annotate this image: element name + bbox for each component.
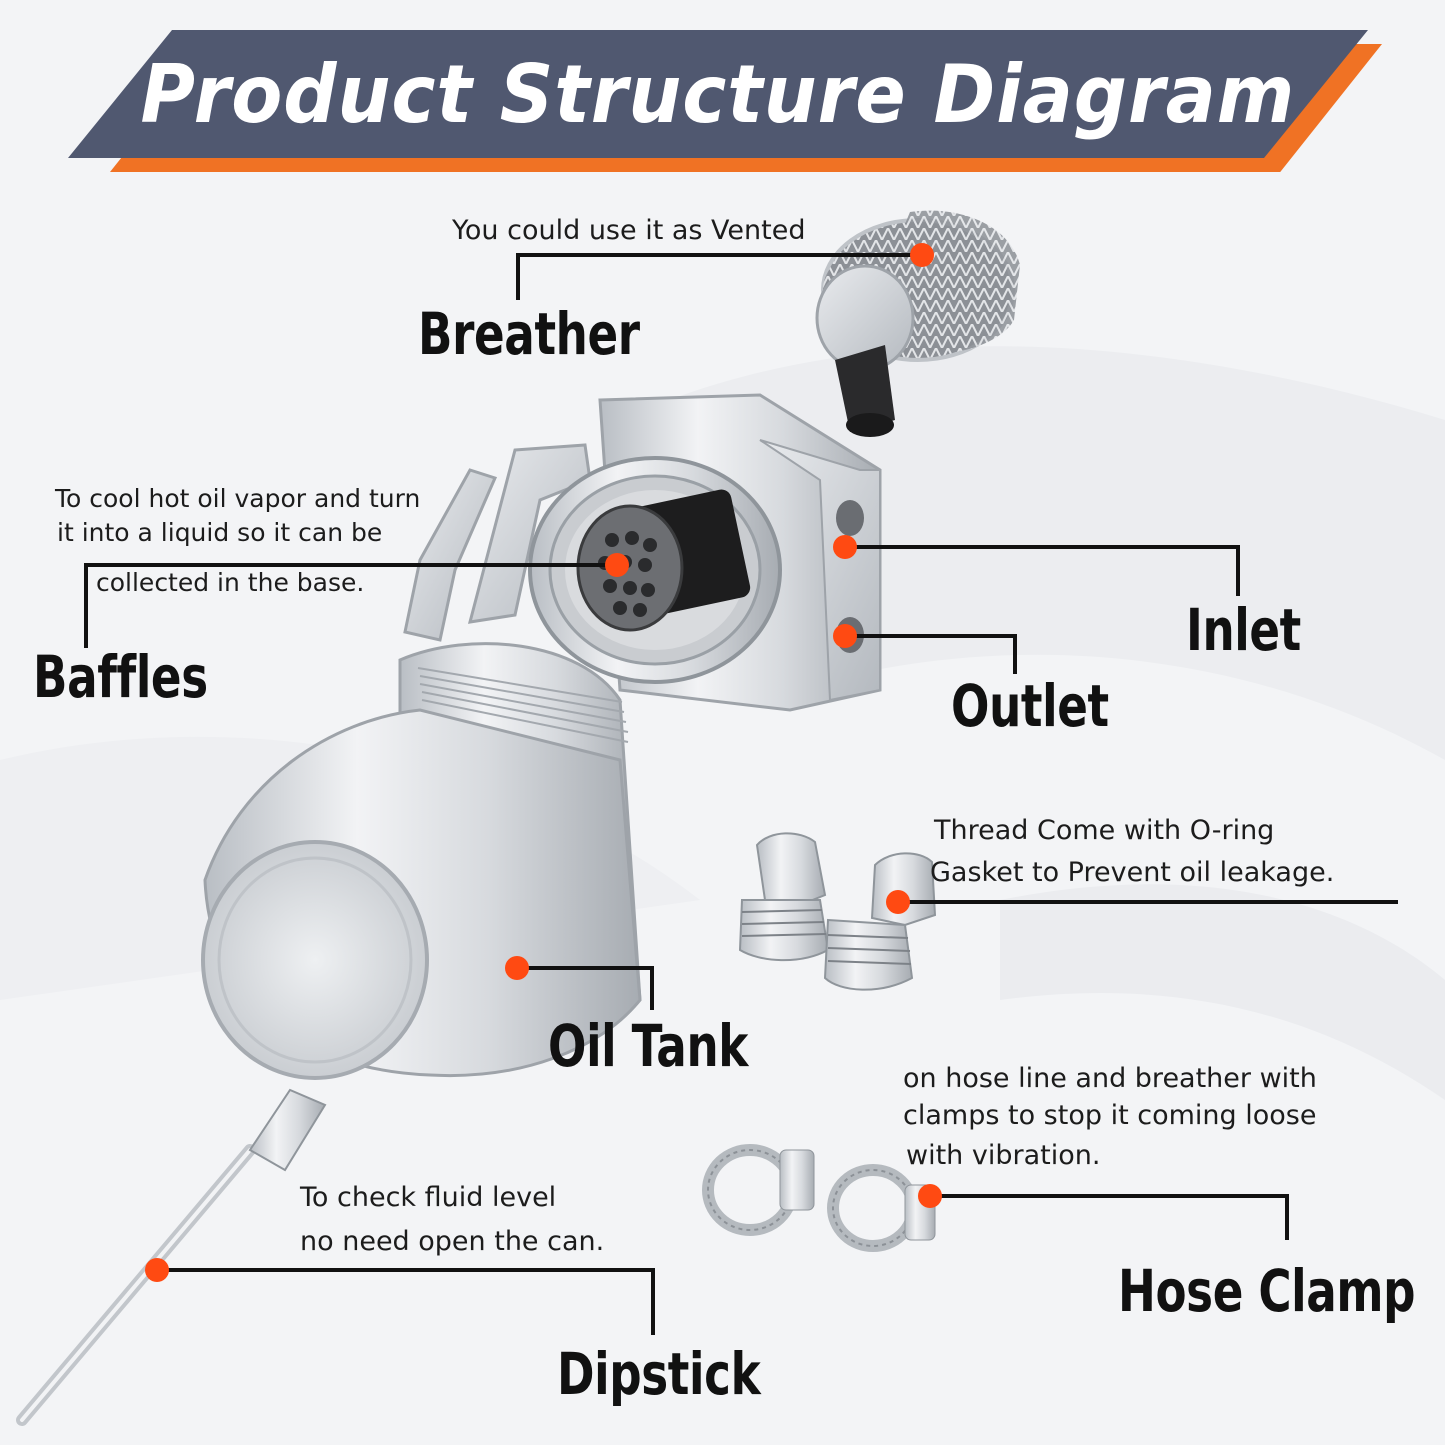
fittings-description-line-2: Gasket to Prevent oil leakage. <box>930 857 1335 888</box>
hose-clamp-label: Hose Clamp <box>1118 1257 1416 1325</box>
dipstick-description-line-1: To check fluid level <box>300 1182 557 1213</box>
leader-hose-clamp <box>930 1194 1289 1240</box>
leader-oil-tank <box>517 966 654 1010</box>
oil-tank-label: Oil Tank <box>548 1012 748 1080</box>
fittings-art <box>738 832 937 991</box>
baffles-label: Baffles <box>33 643 208 711</box>
dipstick-art <box>16 1088 327 1426</box>
hose-clamps-art <box>702 1144 936 1252</box>
title-banner: Product Structure Diagram <box>68 30 1368 158</box>
dipstick-label: Dipstick <box>557 1340 761 1408</box>
leader-outlet <box>845 634 1017 674</box>
dot-breather <box>910 243 934 267</box>
dot-dipstick <box>145 1258 169 1282</box>
breather-label: Breather <box>418 300 640 368</box>
leader-dipstick <box>157 1268 655 1335</box>
dot-inlet <box>833 535 857 559</box>
leader-inlet <box>845 545 1240 596</box>
dot-outlet <box>833 624 857 648</box>
dot-oil-tank <box>505 956 529 980</box>
inlet-label: Inlet <box>1186 596 1301 664</box>
head-assembly-art <box>403 393 882 712</box>
hose-clamp-description-line-3: with vibration. <box>906 1140 1101 1171</box>
baffles-description-line-3: collected in the base. <box>96 568 365 597</box>
hose-clamp-description-line-1: on hose line and breather with <box>903 1063 1317 1094</box>
hose-clamp-description-line-2: clamps to stop it coming loose <box>903 1100 1317 1131</box>
outlet-label: Outlet <box>951 672 1109 740</box>
dot-fittings <box>886 890 910 914</box>
baffles-description-line-2: it into a liquid so it can be <box>57 518 383 547</box>
oil-tank-art <box>201 642 642 1080</box>
dot-hose-clamp <box>918 1184 942 1208</box>
baffles-description-line-1: To cool hot oil vapor and turn <box>55 484 421 513</box>
leader-breather <box>516 253 922 300</box>
leader-lines <box>84 253 1398 1335</box>
dot-baffles <box>605 553 629 577</box>
dipstick-description-line-2: no need open the can. <box>300 1226 605 1257</box>
breather-description: You could use it as Vented <box>452 215 806 246</box>
callout-dots <box>145 243 942 1282</box>
fittings-description-line-1: Thread Come with O-ring <box>934 815 1275 846</box>
leader-baffles <box>84 563 617 648</box>
page-title: Product Structure Diagram <box>140 47 1296 141</box>
